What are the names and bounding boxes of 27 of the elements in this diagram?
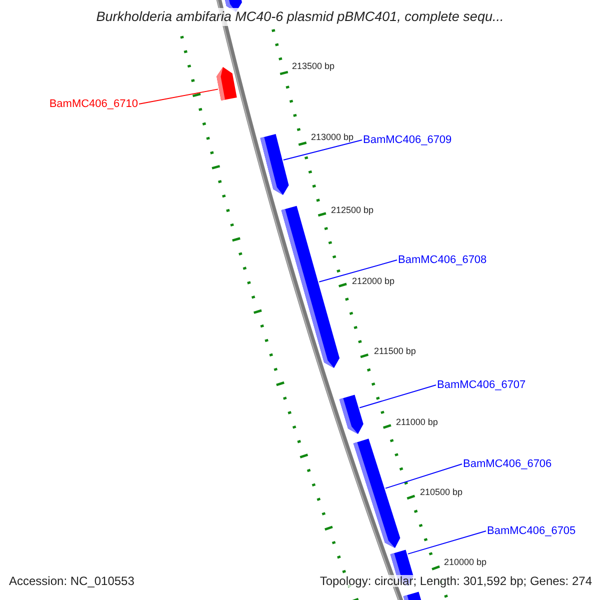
leader-line: [282, 140, 362, 160]
tick-label: 213500 bp: [292, 62, 335, 70]
gene-label: BamMC406_6708: [398, 254, 487, 266]
tick-label: 210000 bp: [444, 558, 487, 566]
leader-line: [384, 464, 462, 489]
gene-feature: [403, 592, 424, 600]
gene-feature: [339, 394, 364, 434]
gene-feature: [216, 67, 237, 100]
gene-feature: [260, 134, 289, 195]
leader-line: [318, 260, 398, 282]
tick-label: 211500 bp: [374, 346, 416, 356]
leader-line: [407, 530, 486, 554]
gene-label: BamMC406_6709: [363, 134, 452, 146]
accession-text: Accession: NC_010553: [9, 575, 134, 587]
tick-label: 212000 bp: [352, 276, 395, 286]
leader-line: [359, 384, 436, 408]
tick-label: 213000 bp: [311, 132, 354, 142]
leader-line: [138, 88, 218, 104]
gene-feature: [353, 438, 400, 548]
gene-label: BamMC406_6707: [437, 380, 526, 390]
gene-label: BamMC406_6705: [487, 526, 576, 536]
tick-label: 212500 bp: [331, 206, 374, 214]
tick-label: 211000 bp: [396, 418, 438, 426]
gene-label: BamMC406_6706: [463, 458, 552, 470]
summary-text: Topology: circular; Length: 301,592 bp; Genes: 274: [320, 575, 592, 587]
tick-label: 210500 bp: [420, 488, 463, 496]
gene-label: BamMC406_6710: [49, 98, 138, 110]
